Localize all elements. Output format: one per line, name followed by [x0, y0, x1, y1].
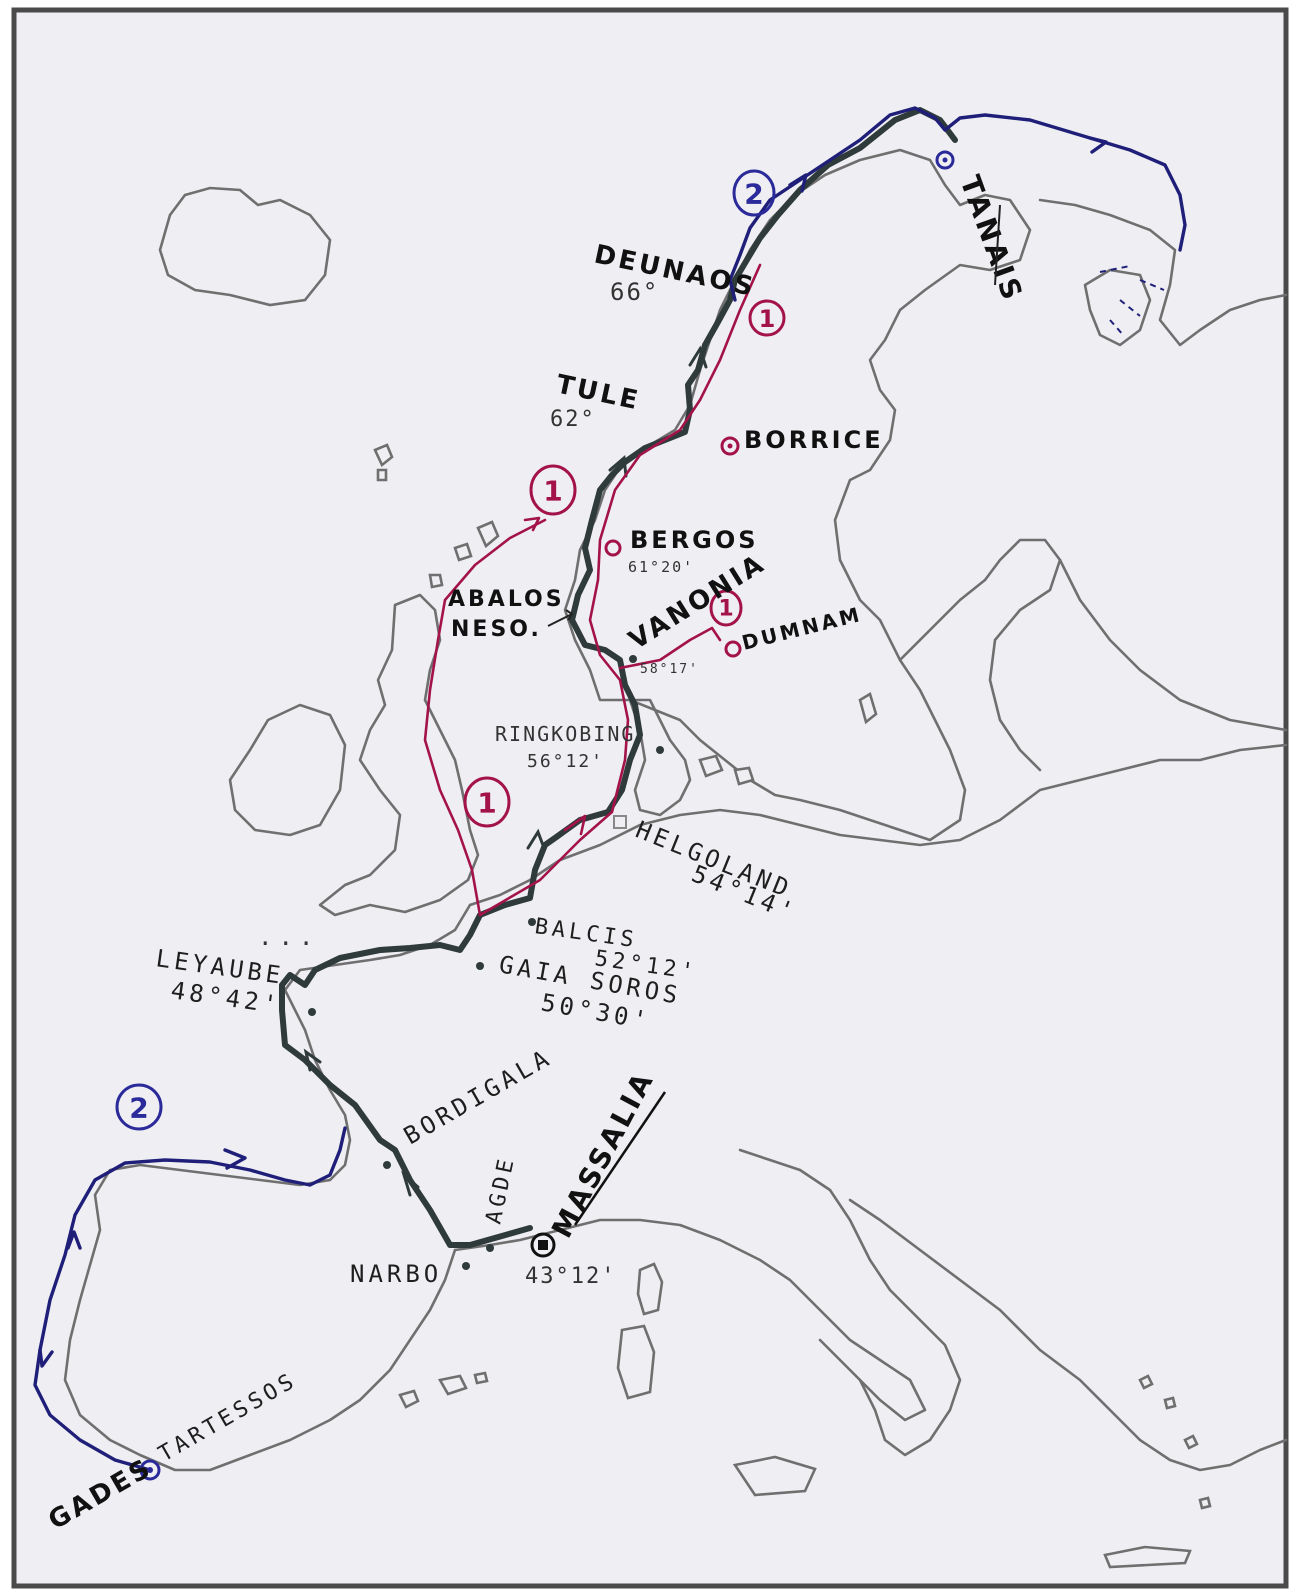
danish-islands — [698, 754, 755, 786]
vanonia-latitude: 58°17' — [640, 662, 699, 677]
place-markers — [139, 150, 955, 1481]
borrice-marker — [720, 436, 740, 456]
main-route-arrows — [303, 345, 708, 1197]
route-1 — [423, 263, 762, 917]
massalia-underline — [573, 1091, 667, 1226]
tule-latitude: 62° — [550, 407, 596, 432]
baltic-east-coast — [1058, 558, 1288, 732]
route-2-north-arrow-a — [788, 173, 808, 193]
massalia-marker — [530, 1232, 556, 1258]
finland-coast — [1038, 198, 1288, 347]
route-1-branch-dumnam — [618, 626, 722, 670]
scandinavia-coast — [563, 148, 1032, 842]
route-markers: 2 2 1 1 1 1 — [115, 169, 786, 1131]
arrow-balcis — [526, 828, 546, 850]
main-route-line — [279, 107, 958, 1248]
mediterranean-north-coast — [453, 1218, 927, 1422]
route-1-line-west — [423, 518, 547, 917]
sardinia — [616, 1324, 656, 1400]
ringkobing-label: RINGKOBING — [495, 722, 635, 746]
marker-2-south: 2 — [115, 1083, 163, 1131]
marker-1-britain: 1 — [463, 776, 511, 828]
marker-2-north: 2 — [732, 169, 776, 217]
faroe-islands — [373, 443, 394, 482]
route-2-south-line — [33, 1126, 347, 1472]
gaia-soros-dot — [476, 962, 484, 970]
route-1-arrow-helgoland — [563, 814, 587, 836]
leyaube-dot — [308, 1008, 316, 1016]
route-1-arrow-north — [523, 516, 541, 532]
great-britain-coast — [318, 593, 480, 917]
tanais-marker — [935, 150, 955, 170]
gotland — [858, 692, 878, 725]
deunaos-latitude: 66° — [610, 278, 659, 306]
vanonia-dot — [629, 655, 637, 663]
marker-1-dumnam-label: 1 — [718, 597, 733, 622]
helgoland-marker — [613, 815, 627, 829]
tanais-underline — [994, 204, 1001, 286]
ringkobing-latitude: 56°12' — [527, 751, 604, 772]
corsica — [636, 1262, 664, 1316]
coastlines — [63, 148, 1288, 1569]
route-2-north-line — [728, 106, 1187, 302]
narbo-dot — [462, 1262, 470, 1270]
marker-1-dumnam: 1 — [709, 589, 743, 627]
gades-marker — [139, 1459, 161, 1481]
route-2-dashed-lines — [1099, 265, 1165, 337]
borrice-label: BORRICE — [744, 426, 884, 454]
marker-2-north-label: 2 — [744, 178, 763, 211]
bergos-latitude: 61°20' — [628, 558, 694, 576]
balcis-dot — [528, 918, 536, 926]
arrow-leyaube — [303, 1048, 322, 1072]
balkan-coast — [848, 1198, 1288, 1472]
marker-1-tule-label: 1 — [543, 475, 562, 508]
crete — [1103, 1545, 1192, 1569]
ireland-coast — [228, 703, 347, 837]
aegean-islands — [1138, 1374, 1212, 1510]
marker-1-deunaos-label: 1 — [759, 305, 776, 333]
dumnam-marker — [724, 640, 742, 658]
bergos-label: BERGOS — [630, 526, 759, 554]
route-1-line-east — [478, 263, 762, 917]
marker-1-tule: 1 — [529, 464, 577, 516]
iberia-coast — [63, 1163, 457, 1472]
massalia-latitude: 43°12' — [525, 1264, 616, 1289]
neso-pointer-arrow — [547, 609, 574, 627]
route-2-south-arrow-c — [38, 1348, 54, 1368]
neso-label: NESO. — [451, 617, 542, 642]
shetland-islands — [428, 520, 500, 589]
arrow-deunaos — [688, 345, 708, 369]
white-sea-coast — [1083, 268, 1152, 347]
agde-dot — [486, 1244, 494, 1252]
route-2-north-arrow-b — [1088, 136, 1108, 154]
marker-2-south-label: 2 — [129, 1092, 148, 1125]
abalos-label: ABALOS — [448, 587, 565, 612]
arrow-tule — [608, 455, 628, 478]
leyaube-dots: ... — [258, 923, 319, 951]
route-2-south-arrow-b — [66, 1230, 82, 1250]
route-2-south-arrow-a — [223, 1148, 247, 1170]
jutland-coast — [628, 698, 692, 817]
north-continental-coast — [468, 743, 1288, 907]
route-2-north — [728, 106, 1187, 337]
balearic-islands — [398, 1371, 489, 1409]
route-2-south — [33, 1126, 347, 1472]
arrow-bordigala — [401, 1170, 420, 1197]
bergos-marker — [604, 539, 622, 557]
sicily — [732, 1455, 817, 1497]
bordigala-dot — [383, 1161, 391, 1169]
italy-coast — [738, 1148, 962, 1457]
marker-1-deunaos: 1 — [748, 299, 786, 337]
narbo-label: NARBO — [350, 1260, 442, 1288]
ringkobing-dot — [656, 746, 664, 754]
iceland-coast — [158, 186, 332, 307]
marker-1-britain-label: 1 — [477, 787, 496, 820]
